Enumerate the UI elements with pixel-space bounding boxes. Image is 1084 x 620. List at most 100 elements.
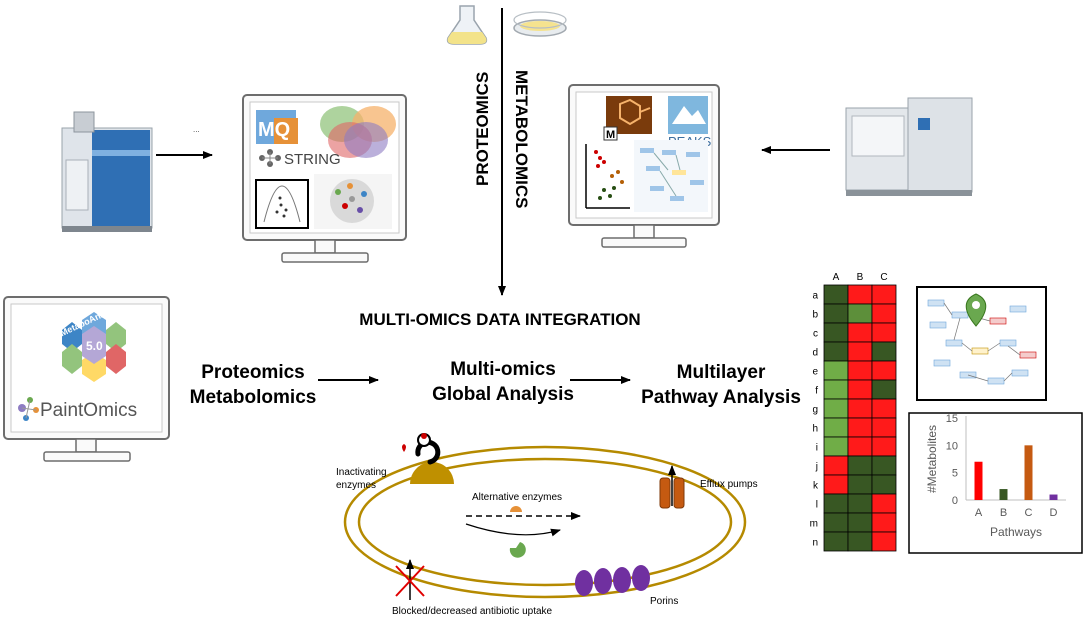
- heatmap-row-label: h: [812, 424, 818, 435]
- proteomics-vertical-label: PROTEOMICS: [473, 72, 492, 186]
- bar-chart-panel: [908, 412, 1083, 554]
- heatmap-cell: [823, 512, 849, 533]
- heatmap-cell: [823, 474, 849, 495]
- alternative-enzyme-pathway: Alternative enzymes: [465, 492, 581, 558]
- heatmap-cell: [847, 360, 873, 381]
- heatmap-cell: [871, 284, 897, 305]
- svg-text:M: M: [606, 129, 615, 141]
- heatmap-cell: [847, 493, 873, 514]
- heatmap-column-label: A: [833, 272, 840, 283]
- inactivating-enzymes-label-line1: Inactivating: [336, 467, 387, 478]
- efflux-pumps-label: Efflux pumps: [700, 479, 758, 490]
- heatmap-row-label: b: [812, 310, 818, 321]
- heatmap-cell: [847, 341, 873, 362]
- small-mark: ...: [193, 125, 200, 134]
- svg-text:STRING: STRING: [284, 151, 341, 168]
- efflux-pump-icon: [659, 465, 685, 509]
- heatmap-cell: [871, 322, 897, 343]
- heatmap-cell: [823, 322, 849, 343]
- heatmap-row-label: i: [816, 443, 818, 454]
- heatmap-row-label: k: [813, 481, 819, 492]
- location-pin-icon: [965, 293, 987, 327]
- heatmap-column-label: B: [857, 272, 864, 283]
- scatter-plot-thumbnail: [585, 144, 630, 209]
- mass-spectrometer-right-icon: [845, 97, 973, 196]
- volcano-plot-thumbnail: [255, 179, 309, 229]
- heatmap-cell: [871, 455, 897, 476]
- heatmap-cell: [823, 341, 849, 362]
- heatmap-cell: [871, 417, 897, 438]
- heatmap-cell: [823, 398, 849, 419]
- porins-label: Porins: [650, 596, 678, 607]
- venn-diagram-icon: [320, 106, 396, 158]
- inactivating-enzyme-icon: [402, 433, 454, 484]
- bar: [999, 489, 1008, 500]
- heatmap-cell: [847, 322, 873, 343]
- heatmap-cell: [847, 531, 873, 552]
- heatmap-row-label: c: [813, 329, 818, 340]
- y-axis-title: #Metabolites: [925, 425, 939, 493]
- y-tick-label: 0: [952, 495, 958, 507]
- heatmap-row-label: f: [815, 386, 818, 397]
- metabolic-network-thumbnail: [634, 140, 708, 212]
- svg-text:MQ: MQ: [258, 119, 290, 141]
- paintomics-logo: PaintOmics: [18, 397, 137, 421]
- heatmap-cell: [871, 531, 897, 552]
- step-global-analysis-line1: Multi-omics: [450, 359, 556, 380]
- y-tick-label: 10: [946, 440, 958, 452]
- svg-text:PaintOmics: PaintOmics: [40, 400, 137, 421]
- heatmap-cell: [871, 512, 897, 533]
- heatmap-column-label: C: [880, 272, 887, 283]
- heatmap-row-label: n: [812, 538, 818, 549]
- heatmap-cell: [871, 341, 897, 362]
- step-pathway-analysis-line2: Pathway Analysis: [641, 387, 801, 408]
- heatmap-row-label: l: [816, 500, 818, 511]
- heatmap-cell: [823, 303, 849, 324]
- heatmap-cell: [871, 303, 897, 324]
- y-tick-label: 15: [946, 413, 958, 425]
- heatmap-cell: [847, 284, 873, 305]
- heatmap-cell: [871, 398, 897, 419]
- alternative-enzymes-label: Alternative enzymes: [472, 492, 562, 503]
- heatmap-cell: [847, 398, 873, 419]
- m-logo: M: [603, 126, 618, 141]
- step-proteomics-metabolomics-line2: Metabolomics: [190, 387, 317, 408]
- heatmap-cell: [847, 417, 873, 438]
- mass-spectrometer-left-icon: [61, 111, 153, 232]
- heatmap-row-label: a: [812, 291, 818, 302]
- heatmap-cell: [823, 455, 849, 476]
- heatmap-cell: [847, 474, 873, 495]
- bar: [974, 461, 983, 500]
- porin-icon: [575, 565, 650, 596]
- heatmap-cell: [871, 474, 897, 495]
- heatmap-cell: [847, 512, 873, 533]
- heatmap-cell: [871, 493, 897, 514]
- heatmap-row-label: d: [812, 348, 818, 359]
- x-tick-label: A: [975, 507, 983, 519]
- heatmap-cell: [871, 360, 897, 381]
- step-global-analysis-line2: Global Analysis: [432, 384, 574, 405]
- heatmap-cell: [823, 417, 849, 438]
- heatmap-row-label: g: [812, 405, 818, 416]
- bacterial-cell: [343, 445, 747, 599]
- heatmap-cell: [823, 531, 849, 552]
- heatmap-row-label: m: [810, 519, 818, 530]
- heatmap-cell: [847, 379, 873, 400]
- heatmap-cell: [823, 379, 849, 400]
- heatmap-row-label: j: [815, 462, 818, 473]
- flask-icon: [446, 5, 488, 45]
- inactivating-enzymes-label-line2: enzymes: [336, 480, 376, 491]
- integration-title: MULTI-OMICS DATA INTEGRATION: [359, 310, 640, 329]
- heatmap-row-label: e: [812, 367, 818, 378]
- heatmap-cell: [847, 303, 873, 324]
- heatmap-cell: [823, 436, 849, 457]
- step-proteomics-metabolomics-line1: Proteomics: [201, 362, 304, 383]
- blocked-uptake-label: Blocked/decreased antibiotic uptake: [392, 606, 553, 617]
- maxquant-logo: MQ: [256, 110, 298, 144]
- step-pathway-analysis-line1: Multilayer: [677, 362, 766, 383]
- heatmap-cell: [847, 436, 873, 457]
- heatmap-cell: [823, 284, 849, 305]
